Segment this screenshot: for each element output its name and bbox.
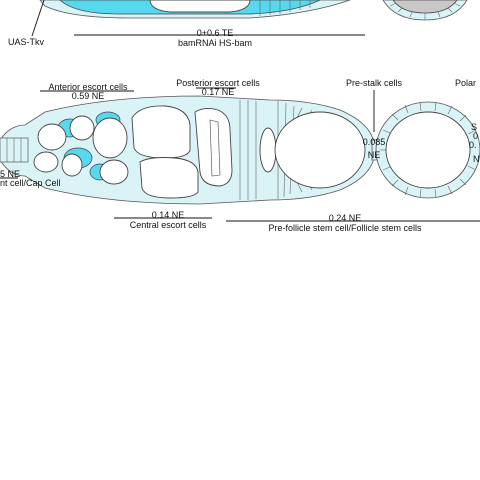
top-germarium-partial xyxy=(40,0,350,18)
terminal-filament-cells xyxy=(0,138,28,162)
bamrnai-label: bamRNAi HS-bam xyxy=(178,38,252,48)
pre-stalk-label: Pre-stalk cells xyxy=(346,78,403,88)
uas-tkv-label: UAS-Tkv xyxy=(8,37,45,47)
top-value-label: 0+0.6 TE xyxy=(197,28,234,38)
pre-stalk-value-b: NE xyxy=(368,150,381,160)
uas-tkv-pointer xyxy=(32,0,44,36)
polar-label: Polar xyxy=(455,78,476,88)
germline-cyst xyxy=(275,112,365,188)
follicle-label: Pre-follicle stem cell/Follicle stem cel… xyxy=(268,223,422,233)
cap-cell-label: nt cell/Cap Cell xyxy=(0,178,61,188)
pre-stalk-value-a: 0.085 xyxy=(363,137,386,147)
egg-chamber-right xyxy=(376,102,480,198)
top-egg-chamber-partial xyxy=(383,0,467,20)
anterior-escort-value: 0.59 NE xyxy=(72,91,105,101)
central-escort-label: Central escort cells xyxy=(130,220,207,230)
posterior-escort-value: 0.17 NE xyxy=(202,87,235,97)
follicle-value: 0.24 NE xyxy=(329,213,362,223)
right-partial-3: 0. xyxy=(469,140,477,150)
right-partial-4: N xyxy=(473,154,480,164)
central-escort-value: 0.14 NE xyxy=(152,210,185,220)
